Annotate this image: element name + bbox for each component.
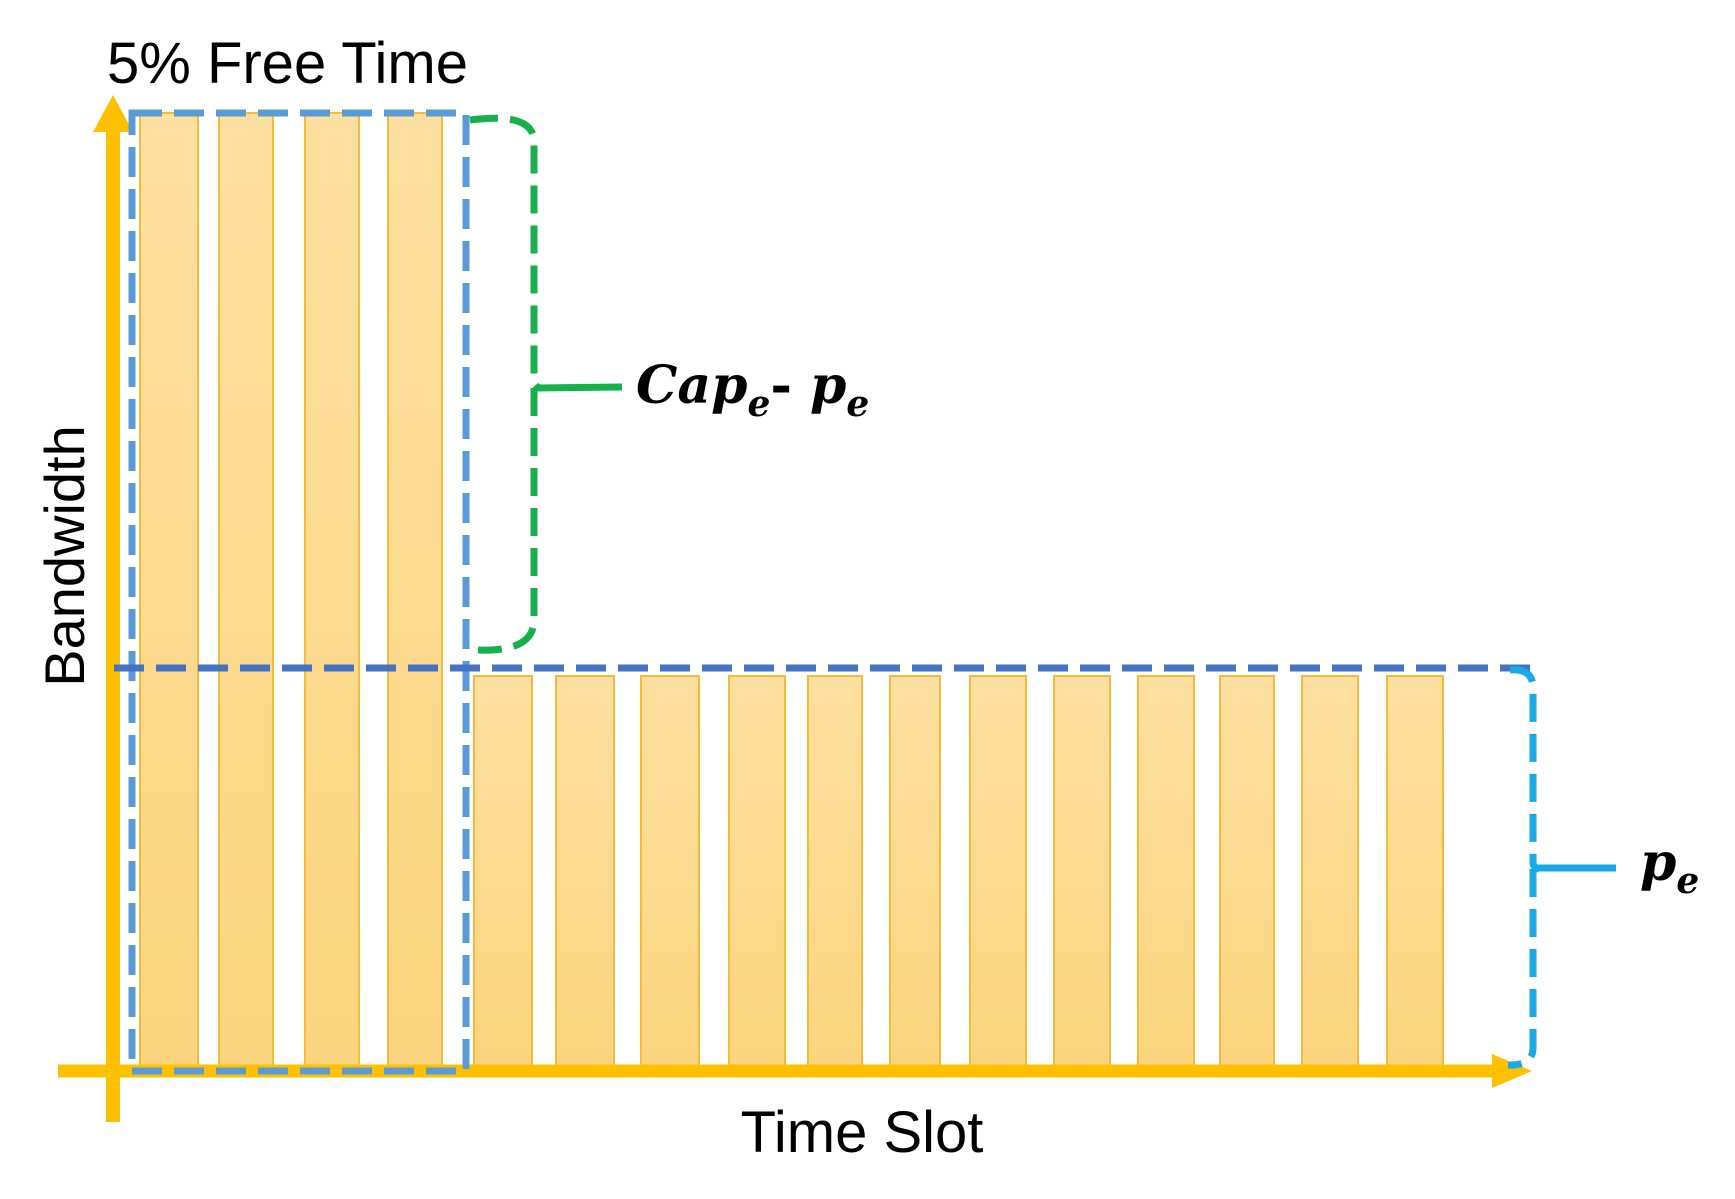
base-bar [1053,675,1111,1068]
base-bar [555,675,615,1068]
burst-bar [218,112,274,1068]
x-axis-label: Time Slot [741,1100,984,1165]
base-bar [1386,675,1444,1068]
gap-annotation: Cape- pe [636,355,869,425]
axes [58,95,1532,1122]
base-bar [1301,675,1359,1068]
y-axis-label: Bandwidth [33,425,96,687]
base-bar [1137,675,1195,1068]
chart-title: 5% Free Time [107,31,468,96]
base-bar [1219,675,1275,1068]
base-bar [473,675,533,1068]
base-bar [969,675,1027,1068]
base-bar [807,675,863,1068]
base-bar [728,675,786,1068]
burst-bar [387,112,443,1068]
x-axis-arrow [1492,1054,1532,1088]
base-bar [889,675,941,1068]
y-axis-arrow [93,95,133,132]
gap-brace [469,114,623,654]
bars-layer [139,112,1444,1068]
base-brace [1507,666,1616,1069]
burst-box [128,109,470,1075]
base-annotation: pe [1640,832,1699,902]
burst-bar [304,112,360,1068]
burst-bar [139,112,199,1068]
base-bar [640,675,700,1068]
